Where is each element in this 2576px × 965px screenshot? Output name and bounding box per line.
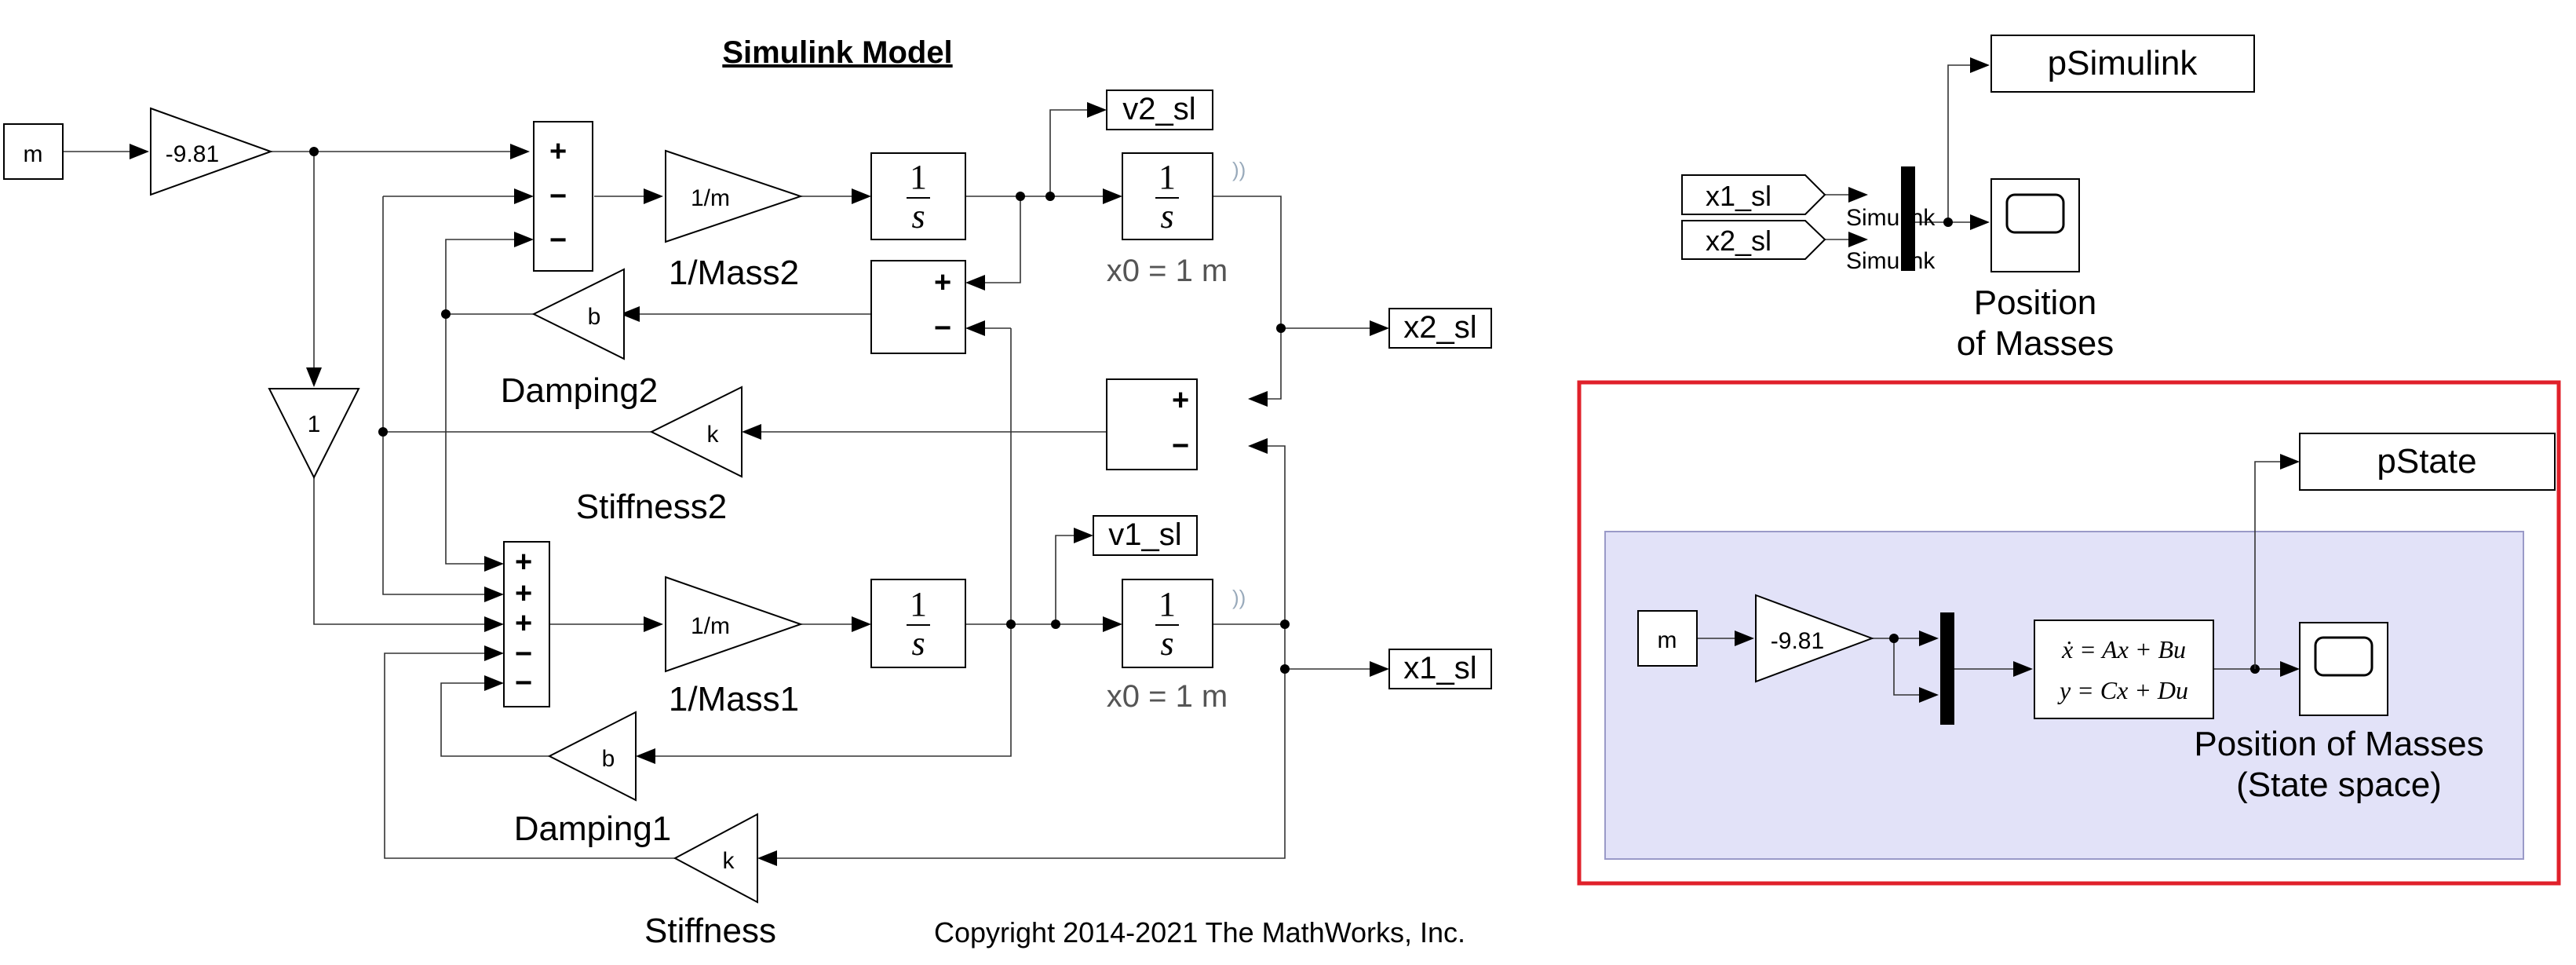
stiffness2-gain-text: k: [707, 422, 720, 448]
lower-sum-block[interactable]: + + + − −: [503, 541, 550, 707]
lower-sum-sign-5: −: [515, 667, 532, 700]
lower-int2-num: 1: [1158, 585, 1176, 623]
stiffness-gain-text: k: [723, 848, 735, 874]
x1-output-text: x1_sl: [1403, 651, 1476, 685]
upper-sum-sign-2: −: [549, 180, 567, 213]
stiffness2-label: Stiffness2: [576, 488, 727, 526]
goto-x1-tag[interactable]: x1_sl: [1681, 174, 1826, 215]
stiffness-label: Stiffness: [644, 912, 776, 950]
goto-x2-tag[interactable]: x2_sl: [1681, 220, 1826, 260]
lower-sum-sign-4: −: [515, 638, 532, 671]
upper-int1-den: s: [911, 197, 925, 236]
ss-gravity-gain-block[interactable]: -9.81: [1755, 594, 1874, 683]
state-space-block[interactable]: ẋ = Ax + Bu y = Cx + Du: [2034, 620, 2214, 719]
stiffness2-sum-block[interactable]: + −: [1106, 378, 1198, 470]
ss-equation-2: y = Cx + Du: [2057, 676, 2188, 704]
mass1-gain-text: 1/m: [691, 613, 730, 639]
junction-dots: [309, 147, 1290, 674]
stiffness2-sum-sign-2: −: [1172, 429, 1189, 462]
upper-int2-num: 1: [1158, 158, 1176, 196]
upper-sum-block[interactable]: + − −: [533, 121, 593, 272]
upper-sum-sign-1: +: [549, 135, 567, 168]
upper-position-integrator[interactable]: 1 s: [1122, 152, 1213, 240]
signal-label-2: Simulink: [1846, 248, 1936, 274]
upper-int1-num: 1: [910, 158, 927, 196]
gravity-gain-text: -9.81: [166, 141, 219, 167]
upper-initial-condition: x0 = 1 m: [1107, 254, 1228, 288]
lower-velocity-integrator[interactable]: 1 s: [870, 579, 966, 668]
gravity-gain-block[interactable]: -9.81: [150, 107, 273, 196]
lower-position-integrator[interactable]: 1 s: [1122, 579, 1213, 668]
state-space-wires: [1697, 454, 2300, 703]
mux-block-top[interactable]: [1901, 166, 1915, 271]
lower-sum-sign-3: +: [515, 607, 532, 640]
highlight-border: [1577, 380, 2561, 886]
v2-output-text: v2_sl: [1122, 92, 1195, 126]
lower-int2-den: s: [1160, 624, 1173, 663]
right-top-wires: [1825, 57, 1990, 247]
mass1-gain-block[interactable]: 1/m: [665, 576, 804, 673]
lower-initial-condition: x0 = 1 m: [1107, 679, 1228, 714]
damping2-gain-block[interactable]: b: [531, 268, 625, 360]
damping1-label: Damping1: [514, 810, 672, 848]
upper-sum-sign-3: −: [549, 224, 567, 257]
ss-mass-constant-text: m: [1658, 627, 1677, 653]
damping2-sum-sign-1: +: [934, 266, 951, 299]
v1-output-text: v1_sl: [1108, 517, 1181, 552]
mass2-gain-text: 1/m: [691, 185, 730, 211]
goto-x1-text: x1_sl: [1706, 180, 1771, 212]
scope-block-top[interactable]: [1990, 178, 2080, 272]
ss-gravity-gain-text: -9.81: [1771, 628, 1824, 654]
mass2-label: 1/Mass2: [669, 254, 799, 292]
scope-label-line1: Position: [1974, 283, 2097, 322]
mass1-label: 1/Mass1: [669, 680, 799, 718]
signal-label-1: Simulink: [1846, 205, 1936, 231]
upper-velocity-integrator[interactable]: 1 s: [870, 152, 966, 240]
x2-output-block[interactable]: x2_sl: [1388, 308, 1492, 349]
mass2-gain-block[interactable]: 1/m: [665, 149, 804, 243]
lower-int1-num: 1: [910, 585, 927, 623]
ss-scope-label-line2: (State space): [2236, 766, 2442, 804]
lower-sum-sign-2: +: [515, 577, 532, 610]
damping2-sum-sign-2: −: [934, 312, 951, 345]
copyright-text: Copyright 2014-2021 The MathWorks, Inc.: [934, 916, 1465, 949]
signal-logging-icon: )): [1232, 586, 1246, 609]
v2-output-block[interactable]: v2_sl: [1106, 90, 1213, 130]
damping1-gain-block[interactable]: b: [547, 711, 637, 802]
unit-gain-block[interactable]: 1: [268, 388, 360, 480]
stiffness-gain-block[interactable]: k: [673, 813, 758, 904]
ss-equation-1: ẋ = Ax + Bu: [2061, 635, 2186, 663]
upper-int2-den: s: [1160, 197, 1173, 236]
signal-lines: [63, 102, 1389, 866]
mux-block-state-space[interactable]: [1940, 612, 1954, 725]
unit-gain-text: 1: [308, 411, 321, 437]
pstate-output-block[interactable]: pState: [2299, 433, 2556, 491]
damping2-gain-text: b: [588, 304, 601, 330]
psimulink-output-block[interactable]: pSimulink: [1990, 35, 2255, 93]
signal-logging-icon: )): [1232, 158, 1246, 181]
stiffness2-sum-sign-1: +: [1172, 384, 1189, 417]
lower-int1-den: s: [911, 624, 925, 663]
psimulink-text: pSimulink: [2048, 44, 2198, 82]
scope-block-state-space[interactable]: [2299, 622, 2388, 716]
goto-x2-text: x2_sl: [1706, 225, 1771, 257]
damping2-label: Damping2: [501, 371, 659, 410]
model-title[interactable]: Simulink Model: [722, 35, 952, 70]
pstate-text: pState: [2377, 442, 2476, 481]
x2-output-text: x2_sl: [1403, 310, 1476, 345]
damping2-sum-block[interactable]: + −: [870, 260, 966, 354]
mass-constant-block[interactable]: m: [3, 123, 64, 180]
mass-constant-text: m: [24, 141, 43, 167]
x1-output-block[interactable]: x1_sl: [1388, 649, 1492, 689]
ss-scope-label-line1: Position of Masses: [2194, 725, 2483, 763]
stiffness2-gain-block[interactable]: k: [649, 386, 743, 478]
lower-sum-sign-1: +: [515, 546, 532, 579]
damping1-gain-text: b: [602, 746, 615, 772]
ss-mass-constant-block[interactable]: m: [1637, 610, 1698, 667]
v1-output-block[interactable]: v1_sl: [1093, 515, 1198, 556]
scope-label-line2: of Masses: [1957, 324, 2114, 363]
